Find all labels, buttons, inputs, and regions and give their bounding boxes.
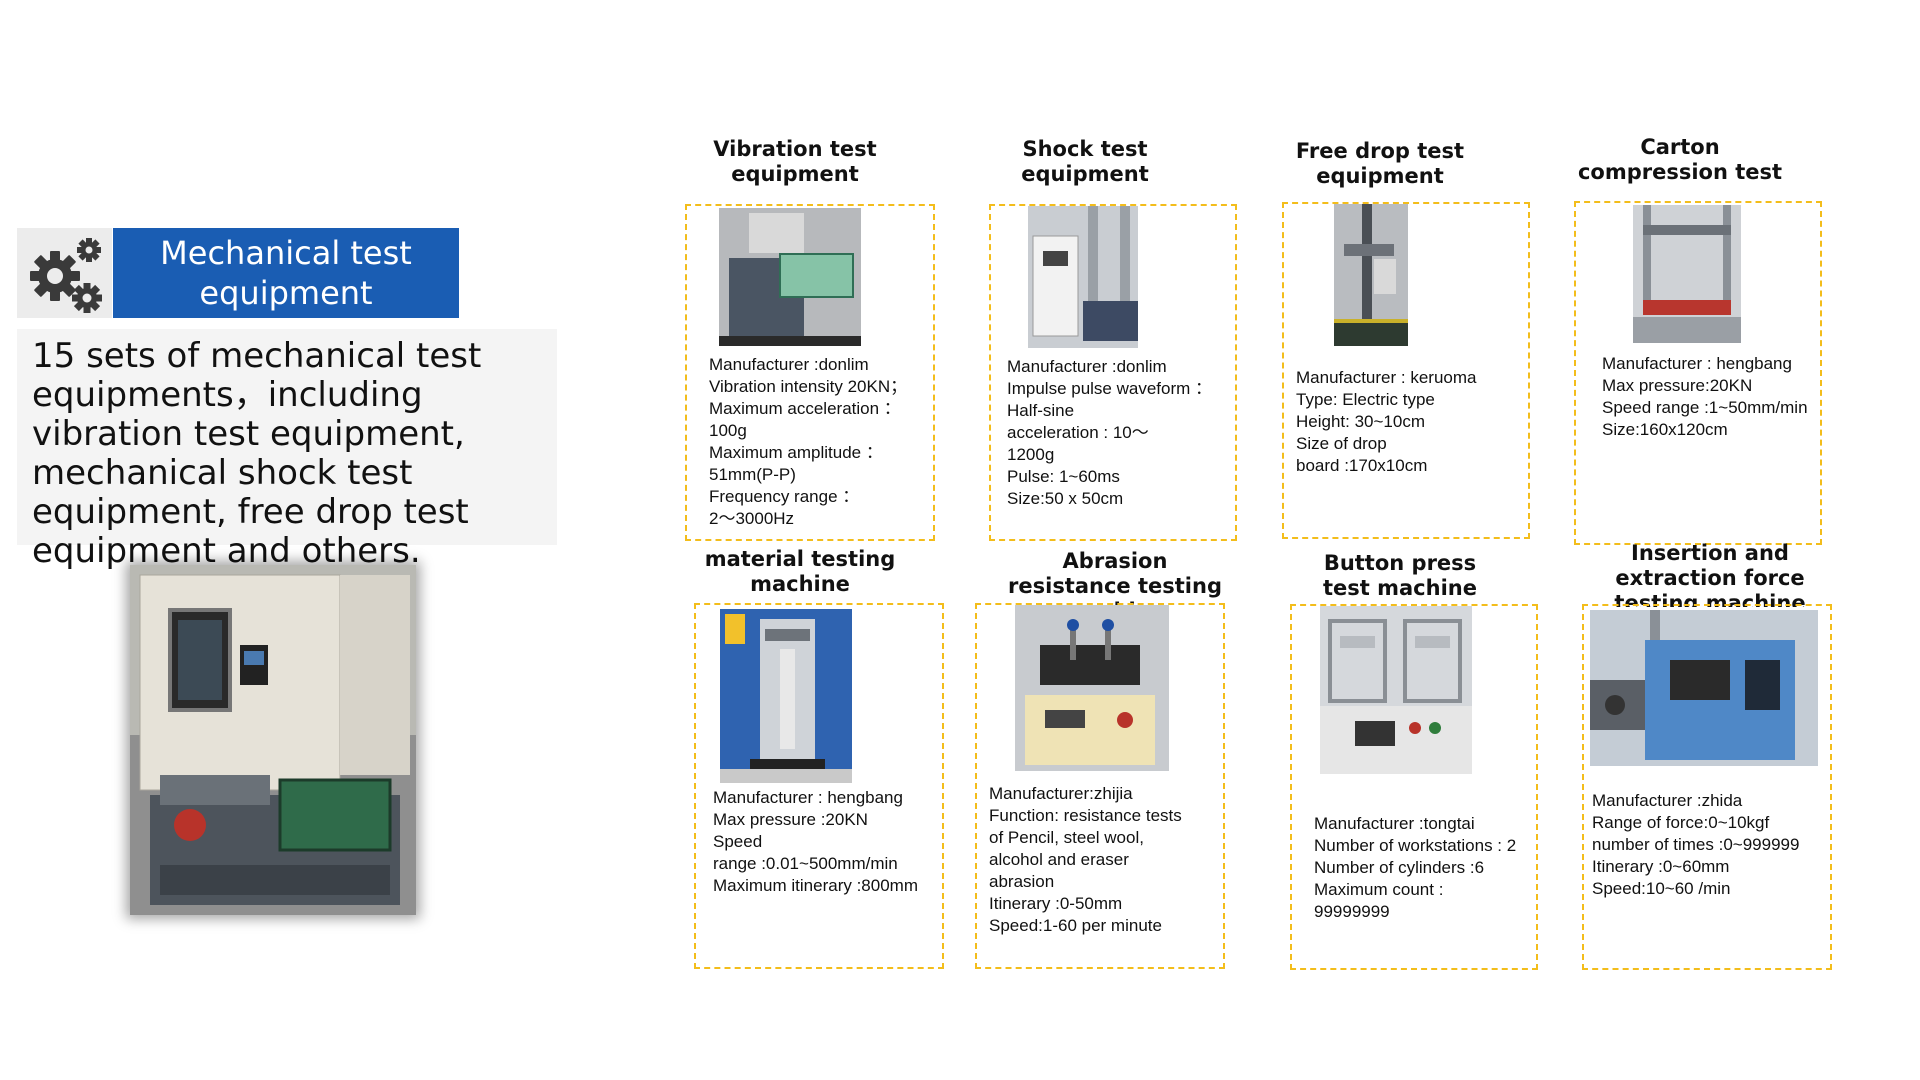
intro-panel: 15 sets of mechanical test equipments，in…	[17, 329, 557, 571]
equipment-info-button-press: Manufacturer :tongtai Number of workstat…	[1314, 814, 1517, 921]
shock-equipment-photo	[1028, 206, 1138, 348]
intro-text: 15 sets of mechanical test equipments，in…	[32, 336, 482, 571]
equipment-title-carton: Carton compression test	[1577, 135, 1783, 184]
carton-compression-photo	[1633, 205, 1741, 343]
equipment-card-insertion: Manufacturer :zhida Range of force:0~10k…	[1582, 604, 1832, 970]
equipment-info-insertion: Manufacturer :zhida Range of force:0~10k…	[1592, 791, 1800, 898]
gears-icon-tile	[17, 228, 112, 318]
equipment-title-material: material testing machine	[704, 547, 896, 596]
material-testing-photo	[720, 609, 852, 783]
free-drop-equipment-photo	[1334, 204, 1408, 346]
equipment-info-carton: Manufacturer : hengbang Max pressure:20K…	[1602, 354, 1808, 439]
equipment-title-button-press: Button press test machine	[1323, 551, 1477, 600]
equipment-card-button-press: Manufacturer :tongtai Number of workstat…	[1290, 604, 1538, 970]
equipment-title-vibration: Vibration test equipment	[713, 137, 877, 186]
equipment-card-material: Manufacturer : hengbang Max pressure :20…	[694, 603, 944, 969]
equipment-info-free-drop: Manufacturer : keruoma Type: Electric ty…	[1296, 368, 1477, 475]
vibration-equipment-photo	[719, 208, 861, 346]
button-press-photo	[1320, 606, 1472, 774]
insertion-extraction-photo	[1590, 610, 1818, 766]
equipment-info-abrasion: Manufacturer:zhijia Function: resistance…	[989, 784, 1182, 935]
equipment-card-abrasion: Manufacturer:zhijia Function: resistance…	[975, 603, 1225, 969]
equipment-title-shock: Shock test equipment	[1021, 137, 1149, 186]
equipment-card-free-drop: Manufacturer : keruoma Type: Electric ty…	[1282, 202, 1530, 539]
equipment-info-vibration: Manufacturer :donlim Vibration intensity…	[709, 355, 908, 528]
equipment-title-free-drop: Free drop test equipment	[1295, 139, 1465, 188]
gears-icon	[30, 238, 102, 313]
equipment-title-insertion: Insertion and extraction force testing m…	[1614, 541, 1806, 607]
equipment-card-vibration: Manufacturer :donlim Vibration intensity…	[685, 204, 935, 541]
main-equipment-photo	[130, 565, 416, 915]
equipment-info-material: Manufacturer : hengbang Max pressure :20…	[713, 788, 918, 895]
equipment-card-shock: Manufacturer :donlim Impulse pulse wavef…	[989, 204, 1237, 541]
section-header: Mechanical test equipment	[113, 228, 459, 318]
equipment-card-carton: Manufacturer : hengbang Max pressure:20K…	[1574, 201, 1822, 545]
chamber-illustration	[130, 565, 416, 915]
equipment-info-shock: Manufacturer :donlim Impulse pulse wavef…	[1007, 357, 1213, 508]
section-title: Mechanical test equipment	[160, 234, 412, 312]
abrasion-testing-photo	[1015, 605, 1169, 771]
